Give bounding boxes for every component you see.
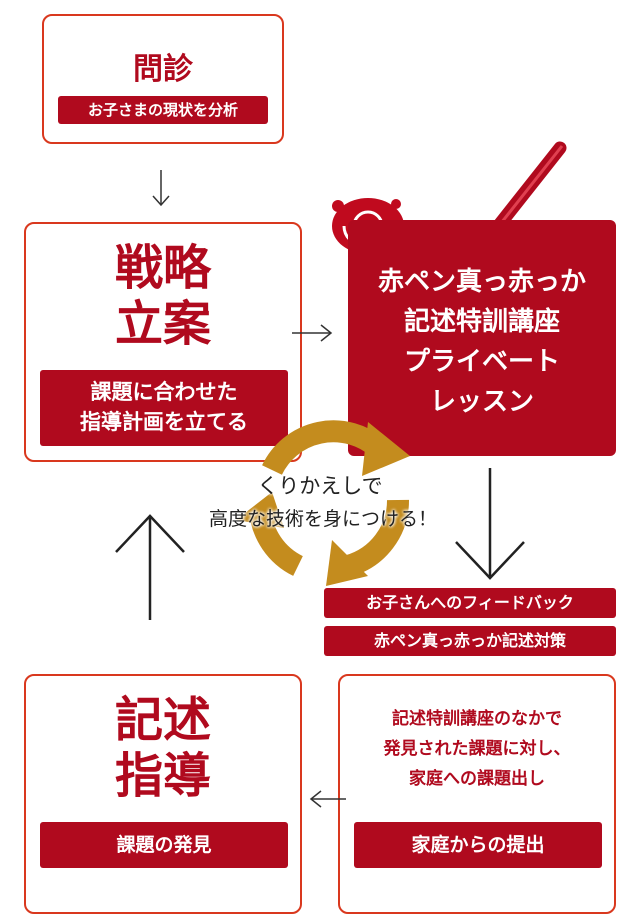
step-strategy-title-line1: 戦略 — [114, 240, 211, 296]
step-writing-title-line2: 指導 — [114, 748, 211, 804]
lesson-panel: 赤ペン真っ赤っか 記述特訓講座 プライベート レッスン — [348, 220, 616, 456]
step-homework-pill: 家庭からの提出 — [354, 822, 602, 868]
step-homework-text: 記述特訓講座のなかで 発見された課題に対し、 家庭への課題出し — [340, 704, 614, 794]
lesson-line3: プライベート — [403, 347, 560, 377]
lesson-line4: レッスン — [429, 387, 534, 417]
step-strategy-title-line2: 立案 — [114, 296, 211, 352]
cycle-text-line2: 高度な技術を身につける！ — [208, 508, 437, 530]
step-homework-line2: 発見された課題に対し、 — [383, 739, 571, 759]
step-writing-title-line1: 記述 — [114, 692, 211, 748]
step-strategy-pill: 課題に合わせた 指導計画を立てる — [40, 370, 288, 446]
step-homework-line1: 記述特訓講座のなかで — [392, 709, 562, 729]
step-homework-line3: 家庭への課題出し — [409, 769, 545, 789]
arrow-down-1-icon — [152, 170, 170, 207]
cycle-arrows-icon — [236, 420, 410, 586]
lesson-line1: 赤ペン真っ赤っか — [377, 267, 586, 297]
step-writing-pill: 課題の発見 — [40, 822, 288, 868]
step-homework-box: 記述特訓講座のなかで 発見された課題に対し、 家庭への課題出し 家庭からの提出 — [338, 674, 616, 914]
feedback-tag-1: お子さんへのフィードバック — [324, 588, 616, 618]
step-strategy-pill-line1: 課題に合わせた — [90, 380, 238, 404]
step-writing-box: 記述 指導 課題の発見 — [24, 674, 302, 914]
cycle-text-line1: くりかえしで — [257, 474, 383, 498]
step-interview-box: 問診 お子さまの現状を分析 — [42, 14, 284, 144]
step-interview-title: 問診 — [133, 52, 193, 87]
arrow-up-large-icon — [115, 514, 185, 620]
arrow-down-large-icon — [455, 468, 525, 580]
arrow-left-1-icon — [309, 790, 346, 808]
step-interview-pill: お子さまの現状を分析 — [58, 96, 268, 124]
feedback-tag-2: 赤ペン真っ赤っか記述対策 — [324, 626, 616, 656]
step-strategy-box: 戦略 立案 課題に合わせた 指導計画を立てる — [24, 222, 302, 462]
step-strategy-pill-line2: 指導計画を立てる — [80, 410, 248, 434]
arrow-right-1-icon — [292, 324, 333, 342]
lesson-line2: 記述特訓講座 — [403, 307, 560, 337]
